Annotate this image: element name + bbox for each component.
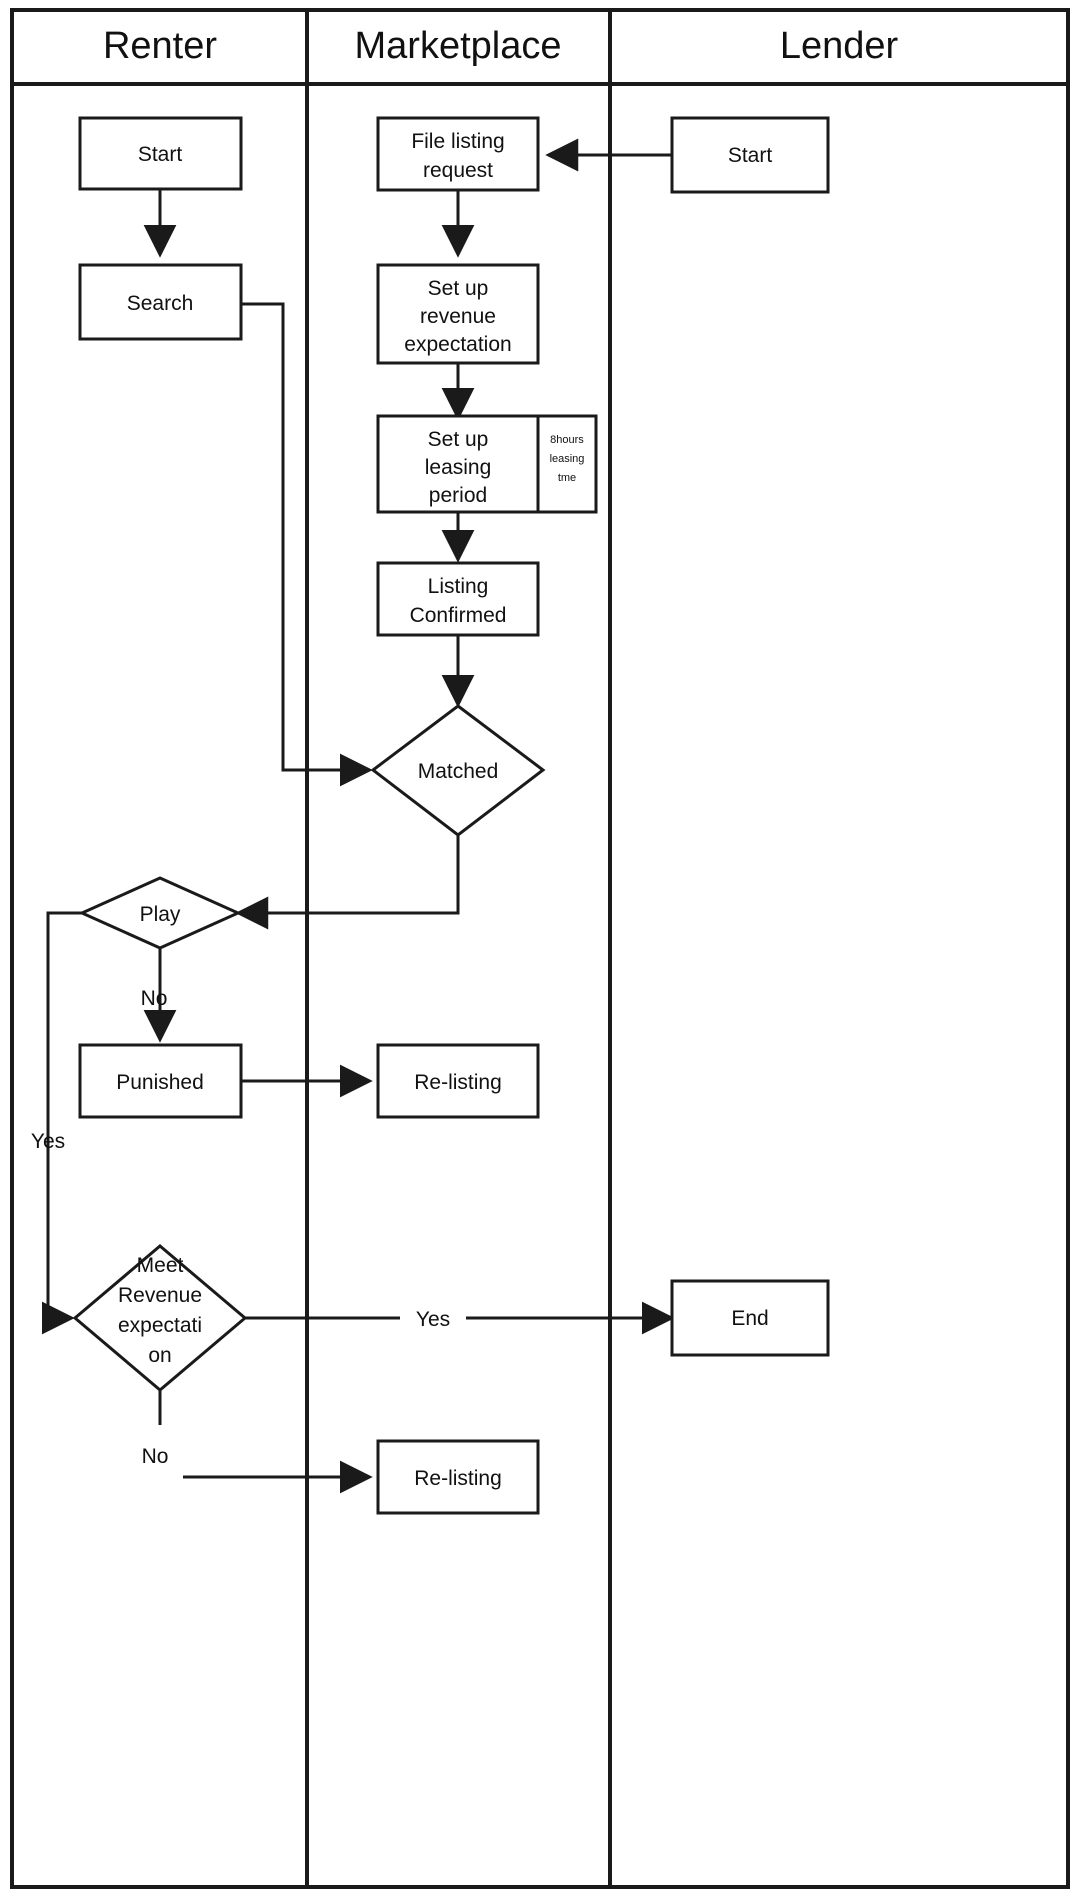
node-end-label: End xyxy=(731,1307,768,1330)
node-setup-leasing-period[interactable]: Set up leasing period xyxy=(376,414,540,514)
node-play[interactable]: Play xyxy=(78,876,242,950)
node-setup-revenue-expectation[interactable]: Set up revenue expectation xyxy=(376,263,540,365)
node-leasing-note-line1: 8hours xyxy=(550,434,584,446)
node-meet-revenue-line4: on xyxy=(148,1344,171,1367)
node-setup-revenue-line3: expectation xyxy=(404,333,511,356)
node-meet-revenue-line3: expectati xyxy=(118,1314,202,1337)
edge-play-yes-to-meet-revenue xyxy=(41,911,82,1335)
node-matched[interactable]: Matched xyxy=(370,704,546,837)
node-relisting-bottom[interactable]: Re-listing xyxy=(376,1439,540,1515)
node-renter-start[interactable]: Start xyxy=(78,116,243,191)
node-punished-label: Punished xyxy=(116,1071,204,1094)
node-lender-start-label: Start xyxy=(728,144,773,167)
node-file-listing-request[interactable]: File listing request xyxy=(376,116,540,192)
lane-title-marketplace: Marketplace xyxy=(355,25,562,67)
node-relisting-top[interactable]: Re-listing xyxy=(376,1043,540,1119)
node-relisting-top-label: Re-listing xyxy=(414,1071,502,1094)
node-meet-revenue-line2: Revenue xyxy=(118,1284,202,1307)
node-setup-leasing-line3: period xyxy=(429,484,487,507)
node-setup-leasing-line2: leasing xyxy=(425,456,492,479)
node-relisting-bottom-label: Re-listing xyxy=(414,1467,502,1490)
node-lender-start[interactable]: Start xyxy=(670,116,830,194)
node-setup-revenue-line1: Set up xyxy=(428,277,489,300)
node-leasing-note-line3: tme xyxy=(558,472,576,484)
edge-label-meet-no: No xyxy=(142,1445,169,1468)
node-file-listing-request-line1: File listing xyxy=(411,130,504,153)
edge-label-play-no: No xyxy=(141,987,168,1010)
node-renter-search-label: Search xyxy=(127,292,194,315)
lane-title-renter: Renter xyxy=(103,25,217,67)
node-meet-revenue-expectation[interactable]: Meet Revenue expectati on xyxy=(72,1244,248,1392)
node-leasing-note: 8hours leasing tme xyxy=(536,414,598,514)
edge-matched-to-play xyxy=(235,835,460,930)
node-renter-search[interactable]: Search xyxy=(78,263,243,341)
node-matched-label: Matched xyxy=(418,760,499,783)
node-setup-leasing-line1: Set up xyxy=(428,428,489,451)
node-end[interactable]: End xyxy=(670,1279,830,1357)
node-setup-revenue-line2: revenue xyxy=(420,305,496,328)
edge-search-to-matched xyxy=(241,302,373,787)
lane-title-lender: Lender xyxy=(780,25,899,67)
node-listing-confirmed-line1: Listing xyxy=(428,575,489,598)
node-leasing-note-line2: leasing xyxy=(550,453,585,465)
edge-label-meet-yes: Yes xyxy=(416,1308,450,1331)
node-meet-revenue-line1: Meet xyxy=(137,1254,184,1277)
node-listing-confirmed[interactable]: Listing Confirmed xyxy=(376,561,540,637)
node-file-listing-request-line2: request xyxy=(423,159,493,182)
node-listing-confirmed-line2: Confirmed xyxy=(410,604,507,627)
node-renter-start-label: Start xyxy=(138,143,183,166)
edge-label-play-yes: Yes xyxy=(31,1130,65,1153)
node-punished[interactable]: Punished xyxy=(78,1043,243,1119)
node-play-label: Play xyxy=(140,903,181,926)
